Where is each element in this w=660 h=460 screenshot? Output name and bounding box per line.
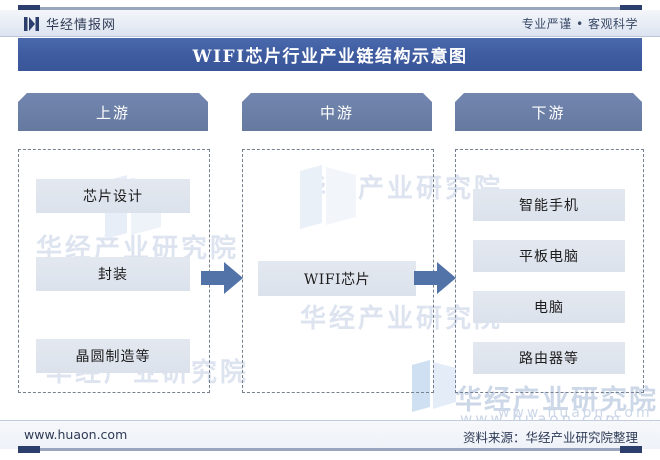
node-label: 智能手机 [519, 198, 579, 214]
node-label: 平板电脑 [519, 249, 579, 265]
column-header-upstream[interactable]: 上游 [18, 93, 208, 131]
arrow-upstream-to-midstream-icon [201, 262, 243, 294]
bottom-rule-left-cap [18, 446, 40, 453]
page-title: WIFI芯片行业产业链结构示意图 [192, 47, 468, 67]
page-footer: www.huaon.com 资料来源：华经产业研究院整理 [0, 420, 660, 449]
arrow-midstream-to-downstream-icon [414, 262, 456, 294]
node-downstream-2[interactable]: 电脑 [473, 291, 625, 323]
column-header-label: 上游 [95, 103, 130, 122]
footer-site-url[interactable]: www.huaon.com [24, 427, 128, 442]
node-upstream-2[interactable]: 晶圆制造等 [36, 339, 190, 373]
node-downstream-0[interactable]: 智能手机 [473, 189, 625, 221]
node-label: 芯片设计 [83, 189, 143, 205]
column-header-downstream[interactable]: 下游 [455, 93, 642, 131]
node-midstream-0[interactable]: WIFI芯片 [258, 261, 416, 296]
huaon-bars-logo-icon [24, 16, 39, 31]
node-label: WIFI芯片 [303, 271, 371, 288]
diagram-stage: 上游 中游 下游 芯片设计 封装 晶圆制造等 WIFI芯片 智能手机 [0, 71, 660, 417]
brand-name: 华经情报网 [46, 18, 117, 33]
node-label: 电脑 [534, 300, 564, 316]
header-slogan: 专业严谨 • 客观科学 [521, 17, 638, 31]
page-header: 华经情报网 专业严谨 • 客观科学 [0, 10, 660, 37]
top-rule [18, 5, 642, 12]
chart-title-bar: WIFI芯片行业产业链结构示意图 [18, 38, 642, 71]
node-upstream-0[interactable]: 芯片设计 [36, 179, 190, 213]
top-rule-left-cap [18, 5, 40, 12]
top-rule-right-cap [620, 5, 642, 12]
bottom-rule [18, 446, 642, 453]
node-downstream-1[interactable]: 平板电脑 [473, 240, 625, 272]
column-header-label: 下游 [531, 103, 566, 122]
brand: 华经情报网 [24, 14, 116, 33]
node-label: 路由器等 [519, 351, 579, 367]
node-downstream-3[interactable]: 路由器等 [473, 342, 625, 374]
column-header-label: 中游 [319, 103, 354, 122]
node-label: 晶圆制造等 [75, 349, 151, 365]
footer-source: 资料来源：华经产业研究院整理 [462, 430, 638, 445]
bottom-rule-right-cap [620, 446, 642, 453]
node-upstream-1[interactable]: 封装 [36, 257, 190, 291]
column-header-midstream[interactable]: 中游 [242, 93, 432, 131]
node-label: 封装 [98, 267, 128, 283]
group-box-downstream [455, 149, 644, 393]
